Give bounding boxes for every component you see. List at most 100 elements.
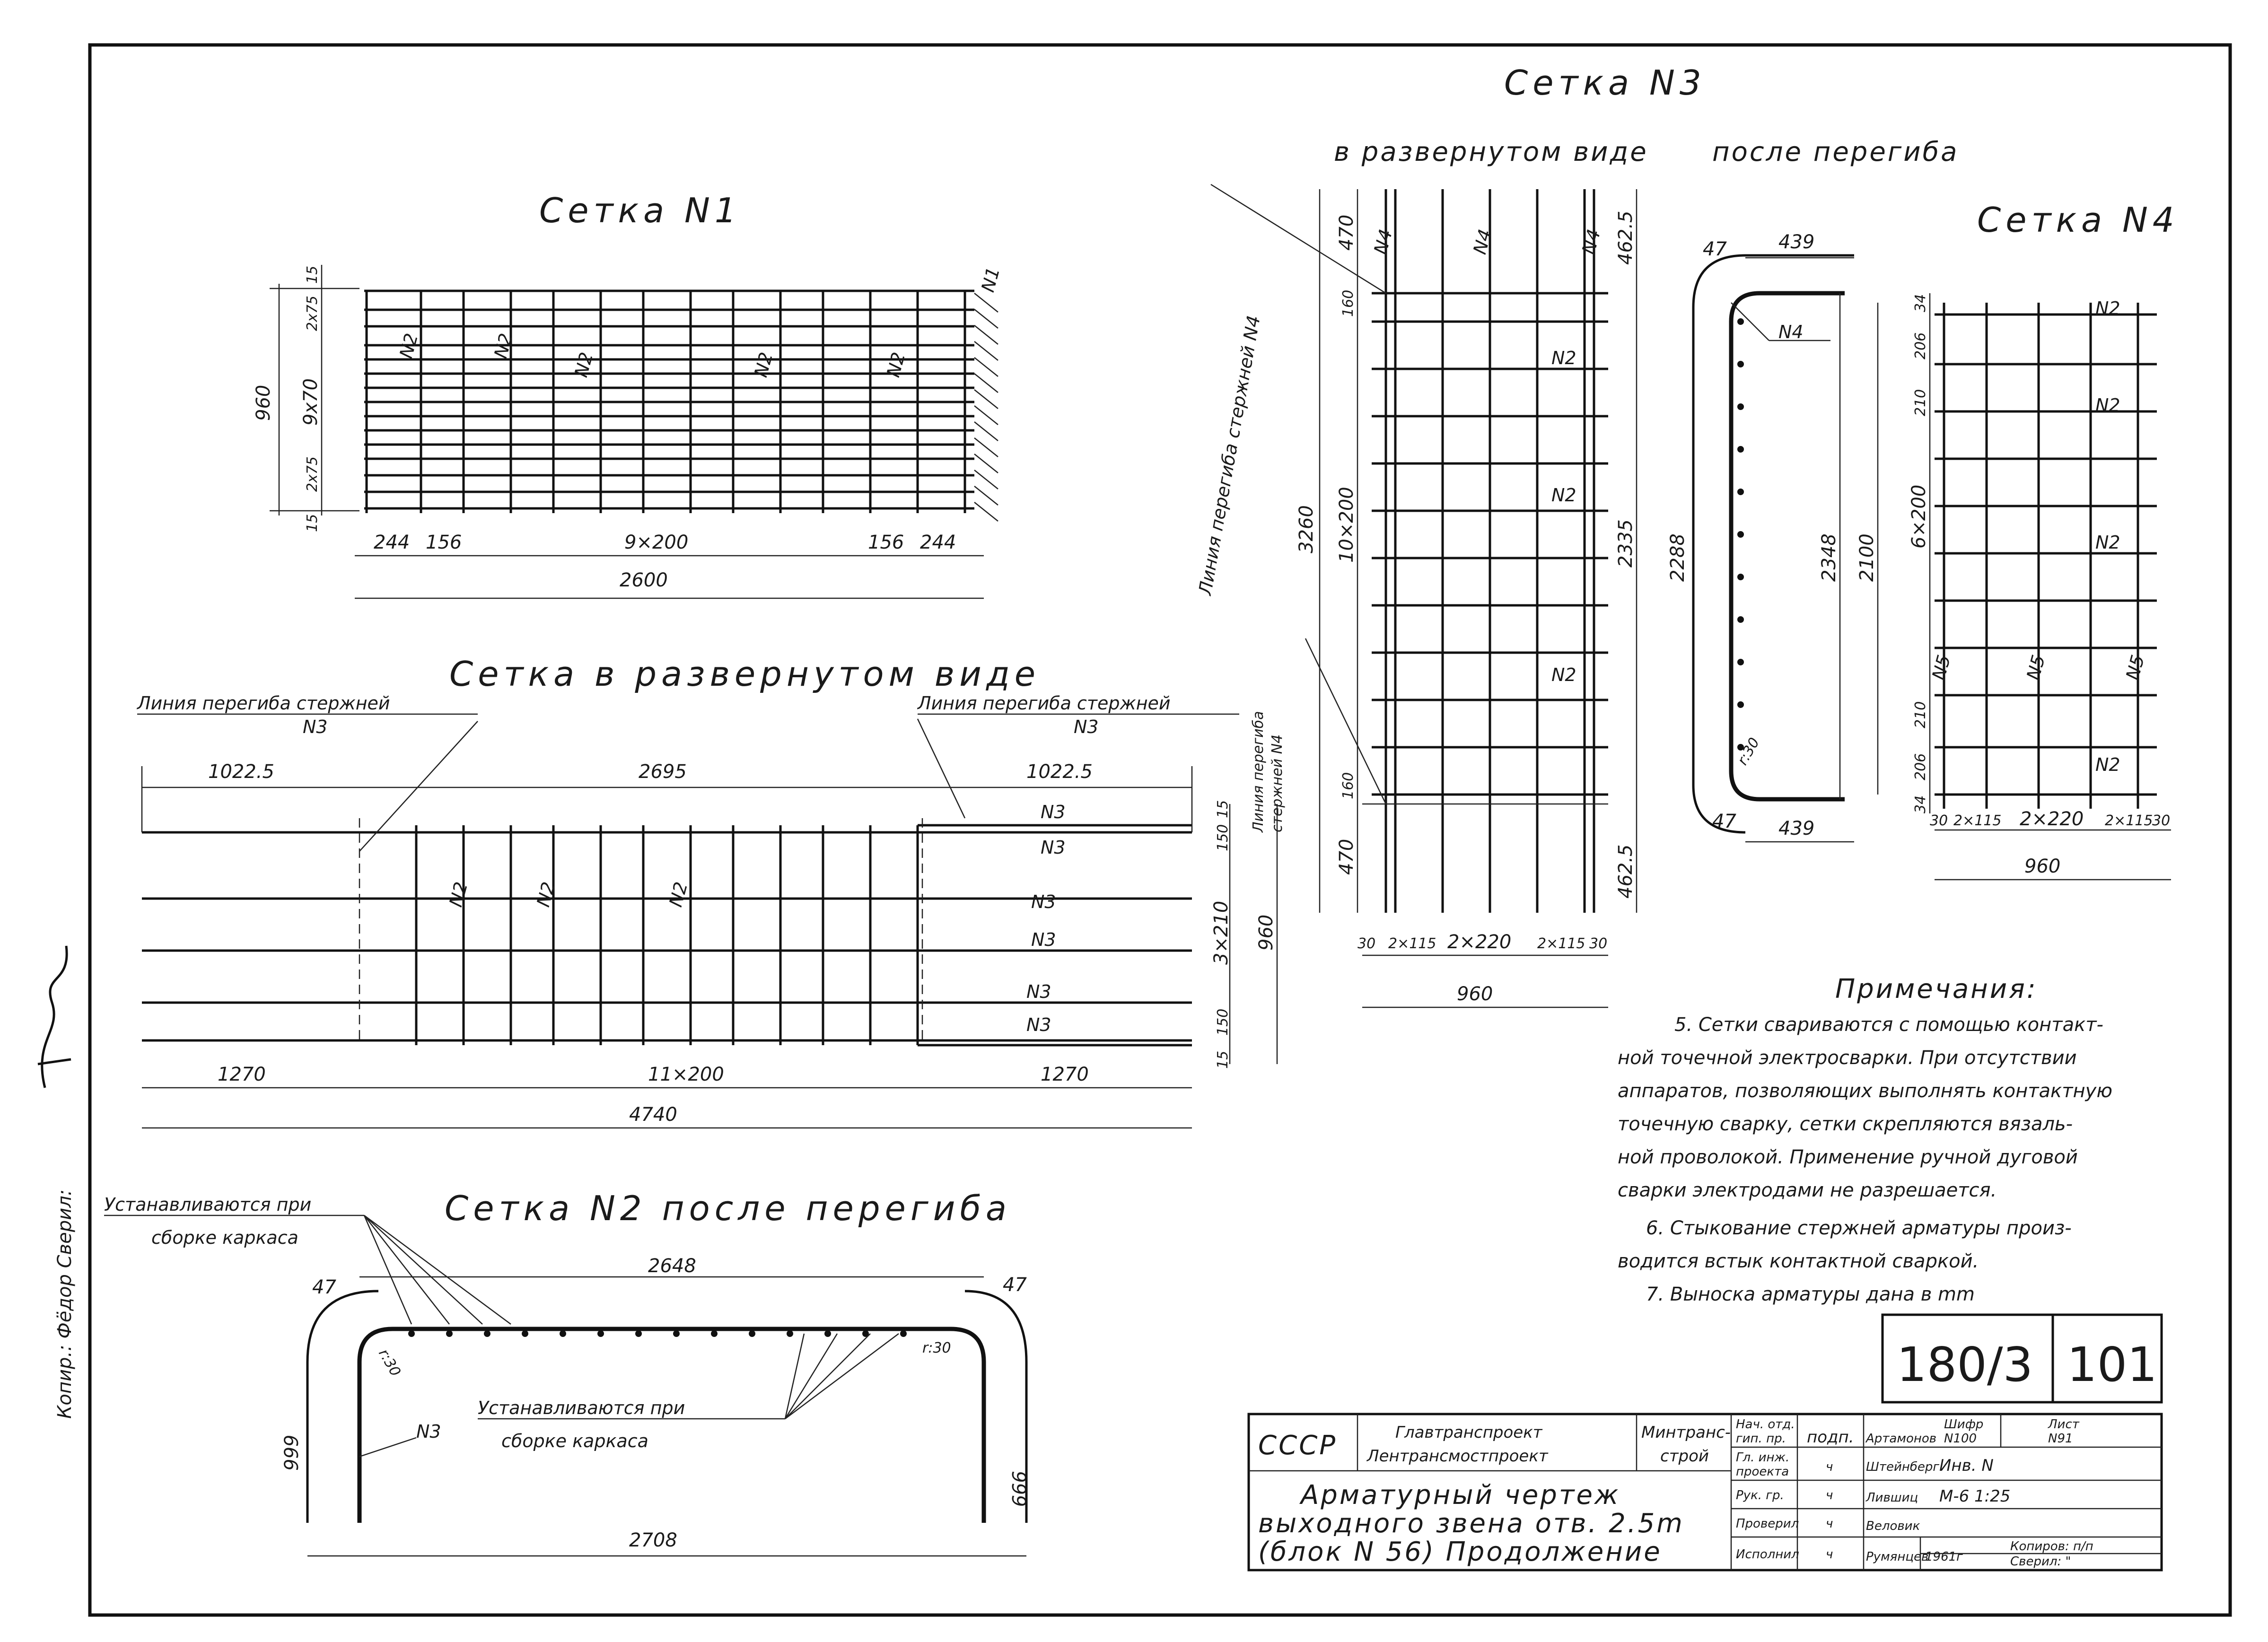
grid-n1-bar-n2a: N2: [395, 331, 422, 360]
notes-line-4: точечную сварку, сетки скрепляются вязал…: [1618, 1113, 2073, 1135]
grid-n1-end-hatch: [974, 309, 998, 329]
tb-cipher-2: N100: [1944, 1432, 1977, 1446]
grid-n4-bar-n5-2: N5: [2023, 653, 2049, 682]
notes-line-1: 5. Сетки свариваются с помощью контакт-: [1674, 1014, 2103, 1036]
grid-n4-dim-2x220: 2×220: [2020, 808, 2084, 830]
grid-n3-bent-bar-dot: [1737, 318, 1744, 325]
tb-ministry-1: Минтранс-: [1641, 1423, 1731, 1442]
title-block: СССР Главтранспроект Лентрансмостпроект …: [1247, 1413, 2163, 1572]
grid-n4-dim-960: 960: [2024, 856, 2060, 877]
tb-name-4: Веловик: [1866, 1519, 1920, 1533]
grid-n3-bent-dim-439-bot: 439: [1778, 818, 1814, 839]
grid-n3-leader-n4-bot: [1305, 638, 1387, 804]
unfolded-dim-15-bot: 15: [1215, 1051, 1231, 1069]
grid-n4-dim-210-top: 210: [1912, 389, 1929, 416]
unfolded-bar-n2-2: N2: [533, 880, 559, 909]
tb-name-2: Штейнберг: [1866, 1460, 1939, 1474]
grid-n2-leader-4: [364, 1214, 511, 1325]
grid-n1-dim-bot: 15: [304, 514, 321, 532]
grid-n1-bar-n1: N1: [977, 265, 1004, 294]
grid-n3-dim-10x200: 10×200: [1336, 487, 1357, 563]
grid-n2-dim-47-left: 47: [312, 1276, 336, 1298]
tb-role-3: Рук. гр.: [1736, 1488, 1784, 1502]
grid-n4-bar-n2-3: N2: [2095, 532, 2120, 553]
notes-line-9: 7. Выноска арматуры дана в mm: [1646, 1284, 1975, 1305]
unfolded-bend-n4-label-1: Линия перегиба: [1250, 711, 1267, 833]
grid-n3-bent-dots: [1737, 318, 1744, 751]
grid-n1-end-hatch: [974, 486, 998, 506]
grid-n1-dim-2x75-top: 2x75: [304, 296, 321, 331]
notes-line-3: аппаратов, позволяющих выполнять контакт…: [1618, 1080, 2112, 1102]
unfolded-leader-right: [917, 718, 966, 819]
tb-year-shown: 1961г: [1925, 1550, 1963, 1564]
grid-n2-bent-bar-dot: [560, 1330, 566, 1337]
unfolded-bar-n3-5: N3: [1026, 981, 1051, 1002]
grid-n1-end-hatch: [974, 454, 998, 473]
tb-role-1b: гип. пр.: [1736, 1432, 1786, 1446]
grid-n2-dim-r30-right: r:30: [922, 1340, 951, 1356]
tb-sheet-2: N91: [2048, 1432, 2073, 1446]
grid-n4-bar-n5-1: N5: [1928, 653, 1954, 682]
unfolded-bar-n3-6: N3: [1026, 1014, 1051, 1035]
grid-n2-leader-1: [363, 1215, 412, 1325]
grid-n4-bar-n2-1: N2: [2095, 298, 2120, 319]
grid-n1-title: Сетка N1: [539, 191, 741, 230]
grid-n3-dim-2x115-left: 2×115: [1388, 935, 1436, 952]
notes-line-2: ной точечной электросварки. При отсутств…: [1618, 1047, 2077, 1069]
grid-n4: Сетка N4 N2 N2 N2 N2 N5 N5 N5 34 206 210…: [1908, 200, 2174, 881]
tb-role-2: Гл. инж.: [1736, 1450, 1789, 1465]
grid-n4-dim-6x200: 6×200: [1908, 485, 1930, 549]
grid-n2-bar-n3: N3: [416, 1421, 441, 1442]
grid-n2-bent-dots: [408, 1330, 907, 1337]
grid-n1-dim-height: 960: [253, 385, 274, 421]
grid-n2-bent-bar-dot: [824, 1330, 831, 1337]
grid-n1-dim-156-left: 156: [426, 532, 462, 553]
grid-n3: Сетка N3 в развернутом виде Линия переги…: [1194, 63, 1701, 1008]
grid-n3-bent-profile: [1729, 291, 1845, 802]
grid-n3-dim-462-bot: 462.5: [1615, 844, 1637, 899]
grid-n4-dim-210-bot: 210: [1912, 701, 1929, 728]
grid-n4-dim-30-left: 30: [1930, 812, 1948, 829]
grid-n3-dim-30-left: 30: [1357, 935, 1375, 952]
grid-n3-dim-470-top: 470: [1336, 215, 1357, 251]
grid-n1-end-hatch: [974, 293, 998, 313]
grid-n2-bent-profile: [357, 1327, 986, 1523]
tb-cipher-1: Шифр: [1944, 1417, 1983, 1432]
notes-line-5: ной проволокой. Применение ручной дугово…: [1618, 1146, 2078, 1168]
grid-n3-bent-bar-dot: [1737, 403, 1744, 410]
grid-n1-dim-9x70: 9x70: [300, 378, 322, 426]
grid-n3-bar-n4-2: N4: [1469, 227, 1496, 256]
grid-n3-bent-bar-dot: [1737, 744, 1744, 751]
grid-n3-bent-bar-dot: [1737, 701, 1744, 708]
grid-n3-bent-outer: [1692, 254, 1854, 834]
unfolded-dim-1270-left: 1270: [218, 1064, 266, 1085]
grid-n2-bent-bar-dot: [408, 1330, 415, 1337]
grid-n3-bent-title: после перегиба: [1712, 137, 1959, 167]
unfolded-bar-n3-2: N3: [1041, 837, 1066, 858]
tb-title-1: Арматурный чертеж: [1299, 1480, 1620, 1511]
grid-n1-end-hatch: [974, 437, 998, 457]
grid-n2-dim-2708: 2708: [629, 1529, 677, 1551]
grid-n3-dim-462-top: 462.5: [1615, 210, 1637, 265]
grid-n2-note-mid-1: Устанавливаются при: [478, 1397, 685, 1418]
grid-n4-dim-34-top: 34: [1912, 294, 1929, 312]
sheet-stamp-box: [1881, 1313, 2163, 1404]
unfolded-dim-960: 960: [1255, 915, 1277, 951]
grid-n3-bent-dim-439-top: 439: [1778, 231, 1814, 253]
grid-n2-dim-r30-left: r:30: [375, 1346, 404, 1380]
grid-n2-note-top-1: Устанавливаются при: [104, 1194, 311, 1215]
grid-n3-dim-2335: 2335: [1615, 519, 1637, 568]
grid-n2-bent-outer-arc: [306, 1290, 1028, 1523]
sheet-stamp: 180/3 101: [1881, 1313, 2163, 1404]
tb-sign-3: ч: [1826, 1488, 1833, 1502]
tb-role-2b: проекта: [1736, 1465, 1789, 1479]
unfolded-bend-label-left-bar: N3: [303, 716, 328, 737]
grid-n2-bent-bar-dot: [484, 1330, 490, 1337]
grid-n2-bent-bar-dot: [522, 1330, 528, 1337]
grid-n3-dim-160-bot: 160: [1340, 772, 1357, 799]
unfolded-dim-15-top: 15: [1215, 800, 1231, 818]
grid-n2-bent-bar-dot: [597, 1330, 604, 1337]
unfolded-bar-n3-4: N3: [1031, 929, 1056, 950]
tb-role-4: Проверил: [1736, 1517, 1799, 1531]
grid-n1-end-hatch: [974, 373, 998, 393]
